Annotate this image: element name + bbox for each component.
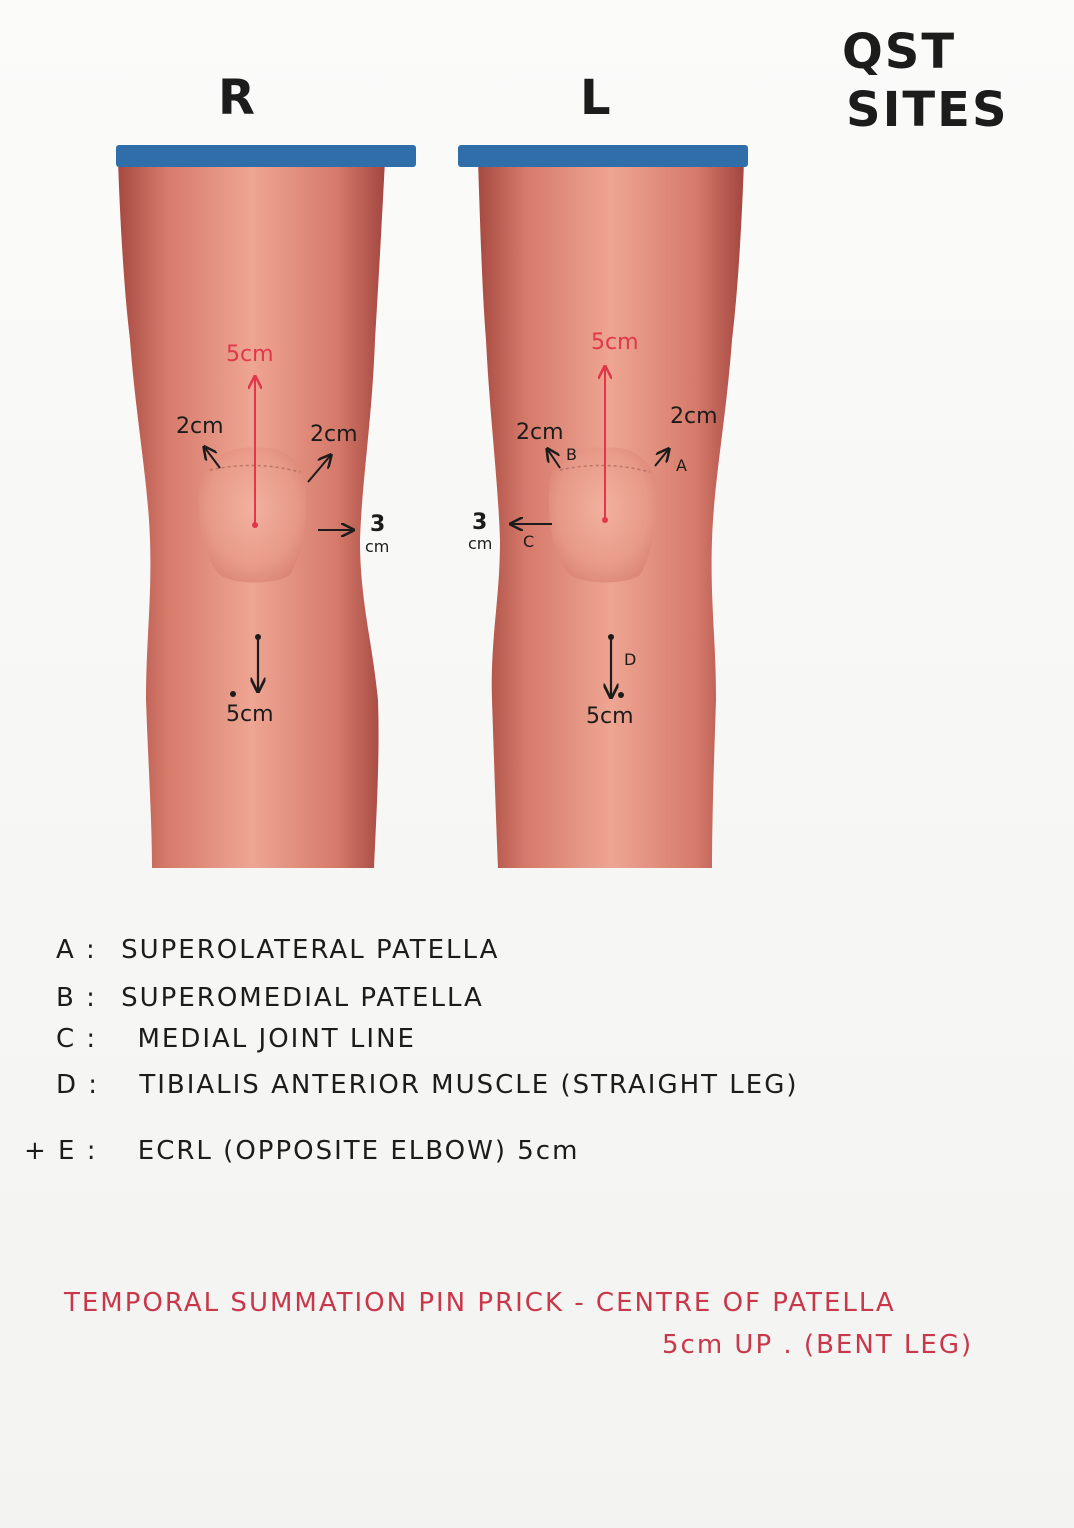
left-side-value: 3 (472, 510, 487, 535)
left-side-letter: C (523, 532, 534, 551)
title-line-2: SITES (846, 82, 1009, 138)
legend-item-e: + E : ECRL (OPPOSITE ELBOW) 5cm (24, 1136, 579, 1166)
right-patella-centre-dot (252, 522, 258, 528)
legend-text: ECRL (OPPOSITE ELBOW) 5cm (138, 1136, 580, 1166)
right-side-unit: cm (365, 537, 389, 556)
title-line-1: QST (842, 24, 956, 80)
legend-text: SUPEROLATERAL PATELLA (121, 935, 499, 965)
left-upper-left-label: 2cm (516, 420, 564, 445)
right-upper-left-label: 2cm (176, 414, 224, 439)
legend-text: SUPEROMEDIAL PATELLA (121, 983, 484, 1013)
legend-item-d: D : TIBIALIS ANTERIOR MUSCLE (STRAIGHT L… (56, 1070, 799, 1100)
legend-text: MEDIAL JOINT LINE (137, 1024, 416, 1054)
left-side-label: L (580, 70, 612, 126)
legend-item-c: C : MEDIAL JOINT LINE (56, 1024, 416, 1054)
right-up-label: 5cm (226, 342, 274, 367)
left-upper-left-letter: B (566, 445, 577, 464)
left-down-letter: D (624, 650, 636, 669)
legend-item-a: A : SUPEROLATERAL PATELLA (56, 935, 499, 965)
right-upper-right-label: 2cm (310, 422, 358, 447)
left-upper-right-letter: A (676, 456, 687, 475)
left-leg (458, 145, 748, 868)
right-leg (116, 145, 416, 868)
left-side-unit: cm (468, 534, 492, 553)
legend-item-b: B : SUPEROMEDIAL PATELLA (56, 983, 484, 1013)
right-side-label: R (218, 70, 256, 126)
left-down-label: 5cm (586, 704, 634, 729)
right-side-value: 3 (370, 512, 385, 537)
note-line-2: 5cm UP . (BENT LEG) (662, 1330, 973, 1360)
right-shorts-hem (116, 145, 416, 167)
legend-text: TIBIALIS ANTERIOR MUSCLE (STRAIGHT LEG) (139, 1070, 798, 1100)
left-shorts-hem (458, 145, 748, 167)
legend-key: A : (56, 935, 97, 965)
legend-key: C : (56, 1024, 97, 1054)
right-down-label: 5cm (226, 702, 274, 727)
left-up-label: 5cm (591, 330, 639, 355)
legend-key: D : (56, 1070, 99, 1100)
left-patella-centre-dot (602, 517, 608, 523)
legend-key: B : (56, 983, 97, 1013)
left-upper-right-label: 2cm (670, 404, 718, 429)
legend-key: + E : (24, 1136, 98, 1166)
note-line-1: TEMPORAL SUMMATION PIN PRICK - CENTRE OF… (64, 1288, 896, 1318)
